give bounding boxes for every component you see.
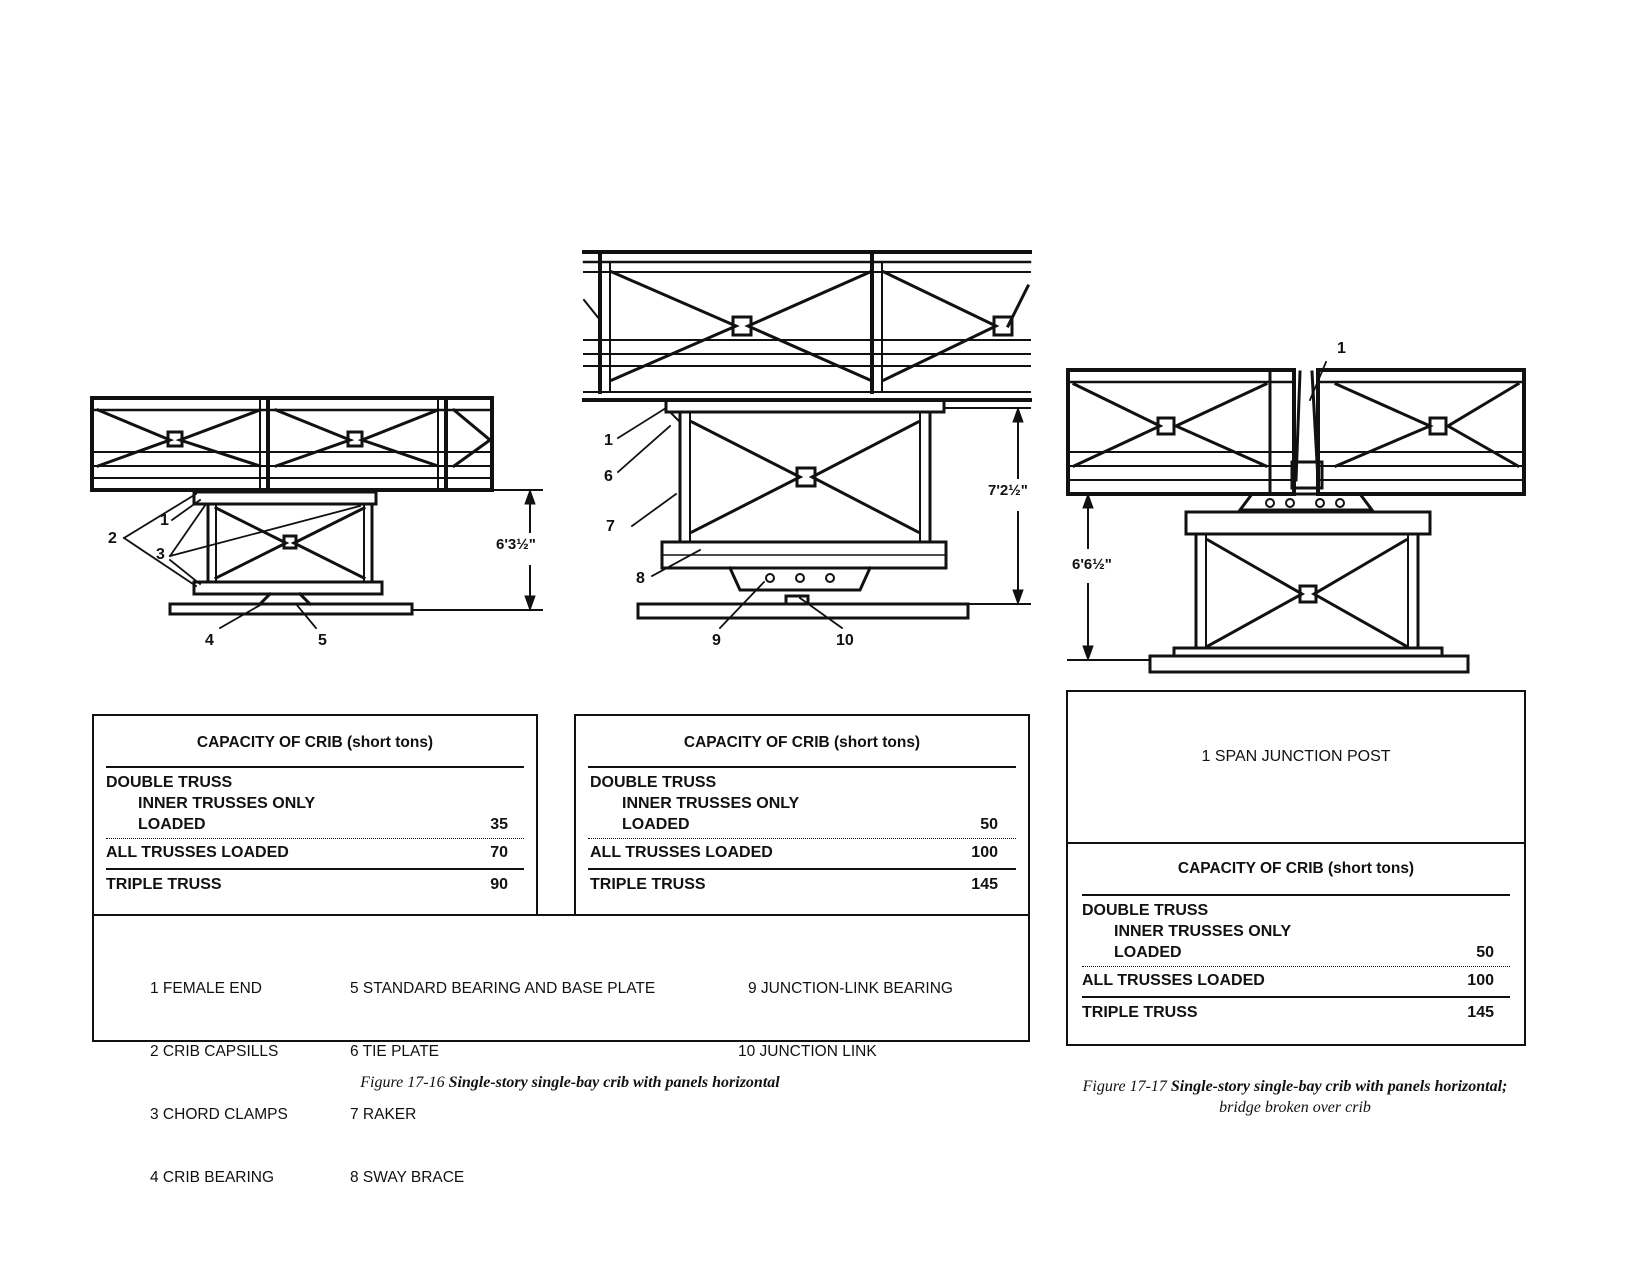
legend-item: 1 SPAN JUNCTION POST (1201, 748, 1391, 765)
callout-1-mid: 1 (604, 432, 613, 449)
legend-box-fig16: 1 FEMALE END 2 CRIB CAPSILLS 3 CHORD CLA… (92, 914, 1030, 1186)
all-trusses-value: 70 (490, 844, 508, 861)
dimension-middle: 7'2½" (988, 482, 1028, 499)
double-truss-label: DOUBLE TRUSS (106, 774, 233, 791)
callout-10: 10 (836, 632, 854, 649)
all-trusses-value: 100 (971, 844, 998, 861)
right-dimension-line (1067, 492, 1149, 662)
caption-prefix: Figure 17-16 (360, 1074, 449, 1091)
middle-crib (636, 398, 970, 620)
all-trusses-label: ALL TRUSSES LOADED (1082, 972, 1265, 989)
triple-truss-label: TRIPLE TRUSS (590, 876, 706, 893)
double-truss-label: DOUBLE TRUSS (590, 774, 717, 791)
capacity-title: CAPACITY OF CRIB (short tons) (196, 734, 434, 751)
dimension-left: 6'3½" (496, 536, 536, 553)
capacity-title: CAPACITY OF CRIB (short tons) (1177, 860, 1415, 877)
triple-truss-label: TRIPLE TRUSS (1082, 1004, 1198, 1021)
legend-col-1: 1 FEMALE END 2 CRIB CAPSILLS 3 CHORD CLA… (150, 936, 288, 1230)
caption-prefix: Figure 17-17 (1082, 1078, 1171, 1095)
legend-col-2: 5 STANDARD BEARING AND BASE PLATE 6 TIE … (350, 936, 655, 1230)
loaded-label: LOADED (622, 816, 690, 833)
all-trusses-value: 100 (1467, 972, 1494, 989)
right-crib (1148, 492, 1470, 674)
callout-1: 1 (160, 512, 169, 529)
middle-leader-lines (616, 406, 844, 630)
callout-2: 2 (108, 530, 117, 547)
loaded-value: 35 (490, 816, 508, 833)
dimension-right: 6'6½" (1072, 556, 1112, 573)
left-crib (168, 490, 414, 616)
legend-item: 6 TIE PLATE (350, 1043, 440, 1060)
inner-trusses-label: INNER TRUSSES ONLY (622, 795, 800, 812)
loaded-value: 50 (1476, 944, 1494, 961)
callout-7: 7 (606, 518, 615, 535)
legend-box-fig17: 1 SPAN JUNCTION POST (1066, 690, 1526, 846)
middle-dimension-line (943, 406, 1031, 606)
inner-trusses-label: INNER TRUSSES ONLY (138, 795, 316, 812)
loaded-value: 50 (980, 816, 998, 833)
legend-item: 10 JUNCTION LINK (738, 1043, 877, 1060)
all-trusses-label: ALL TRUSSES LOADED (590, 844, 773, 861)
callout-3: 3 (156, 546, 165, 563)
callout-6: 6 (604, 468, 613, 485)
caption-title: Single-story single-bay crib with panels… (448, 1074, 780, 1091)
left-bridge-truss (90, 396, 494, 492)
double-truss-label: DOUBLE TRUSS (1082, 902, 1209, 919)
legend-item: 7 RAKER (350, 1106, 417, 1123)
capacity-table-right: CAPACITY OF CRIB (short tons) DOUBLE TRU… (1066, 842, 1526, 1046)
legend-item: 2 CRIB CAPSILLS (150, 1043, 279, 1060)
callout-4: 4 (205, 632, 214, 649)
triple-truss-label: TRIPLE TRUSS (106, 876, 222, 893)
loaded-label: LOADED (1114, 944, 1182, 961)
triple-truss-value: 145 (1467, 1004, 1494, 1021)
capacity-title: CAPACITY OF CRIB (short tons) (683, 734, 921, 751)
left-dimension-line (411, 488, 543, 612)
callout-8: 8 (636, 570, 645, 587)
triple-truss-value: 90 (490, 876, 508, 893)
capacity-table-left: CAPACITY OF CRIB (short tons) DOUBLE TRU… (92, 714, 538, 916)
legend-item: 3 CHORD CLAMPS (150, 1106, 288, 1123)
legend-item: 1 FEMALE END (150, 980, 262, 997)
legend-item: 4 CRIB BEARING (150, 1169, 275, 1186)
inner-trusses-label: INNER TRUSSES ONLY (1114, 923, 1292, 940)
callout-1-right: 1 (1337, 340, 1346, 357)
left-leader-lines (122, 492, 362, 630)
triple-truss-value: 145 (971, 876, 998, 893)
callout-5: 5 (318, 632, 327, 649)
middle-bridge-truss (582, 250, 1032, 402)
legend-col-3: 9 JUNCTION-LINK BEARING 10 JUNCTION LINK (738, 936, 953, 1104)
all-trusses-label: ALL TRUSSES LOADED (106, 844, 289, 861)
caption-rest: bridge broken over crib (1219, 1099, 1371, 1116)
figure-caption-17-16: Figure 17-16 Single-story single-bay cri… (200, 1074, 940, 1092)
loaded-label: LOADED (138, 816, 206, 833)
capacity-table-middle: CAPACITY OF CRIB (short tons) DOUBLE TRU… (574, 714, 1030, 916)
legend-item: 8 SWAY BRACE (350, 1169, 465, 1186)
figure-caption-17-17: Figure 17-17 Single-story single-bay cri… (1070, 1076, 1520, 1118)
caption-title: Single-story single-bay crib with panels… (1170, 1078, 1508, 1095)
callout-9: 9 (712, 632, 721, 649)
legend-item: 5 STANDARD BEARING AND BASE PLATE (350, 980, 656, 997)
right-bridge-truss (1066, 360, 1526, 496)
legend-item: 9 JUNCTION-LINK BEARING (748, 980, 953, 997)
